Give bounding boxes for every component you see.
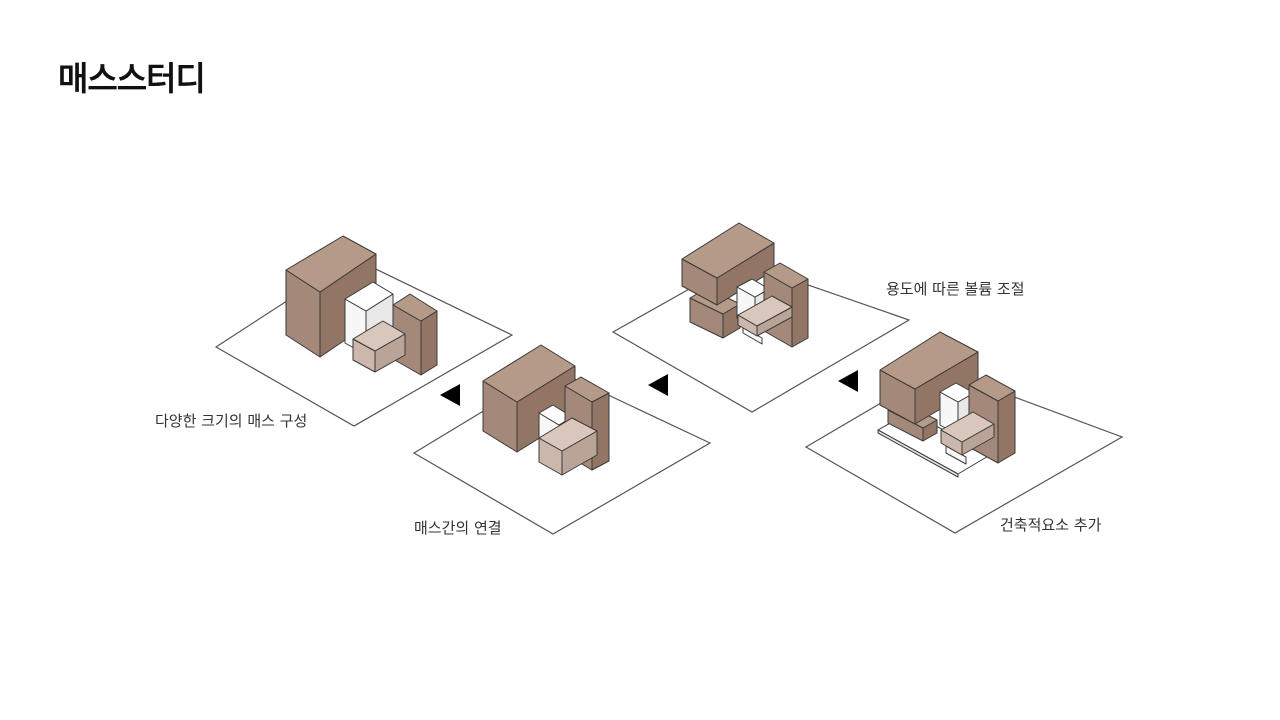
page-title: 매스스터디: [58, 59, 206, 98]
step-2-model: [412, 344, 712, 535]
arrow-icon: [440, 384, 460, 406]
mass-brown-tall: [681, 222, 775, 306]
mass-pink-layered: [737, 295, 793, 345]
mass-pink-box: [538, 417, 598, 476]
arrow-icon: [648, 374, 668, 396]
step-1-model: [214, 235, 514, 427]
arrow-icon: [838, 370, 858, 392]
caption-step-3: 용도에 따른 볼륨 조절: [886, 280, 1025, 298]
mass-pink-layered: [940, 411, 995, 465]
caption-step-4: 건축적요소 추가: [1000, 516, 1102, 534]
mass-pink-box: [352, 320, 406, 373]
step-3-model: [611, 222, 911, 413]
caption-step-2: 매스간의 연결: [414, 519, 502, 537]
step-4-model: [804, 331, 1124, 534]
mass-brown-tall: [285, 235, 377, 358]
caption-step-1: 다양한 크기의 매스 구성: [155, 412, 307, 430]
